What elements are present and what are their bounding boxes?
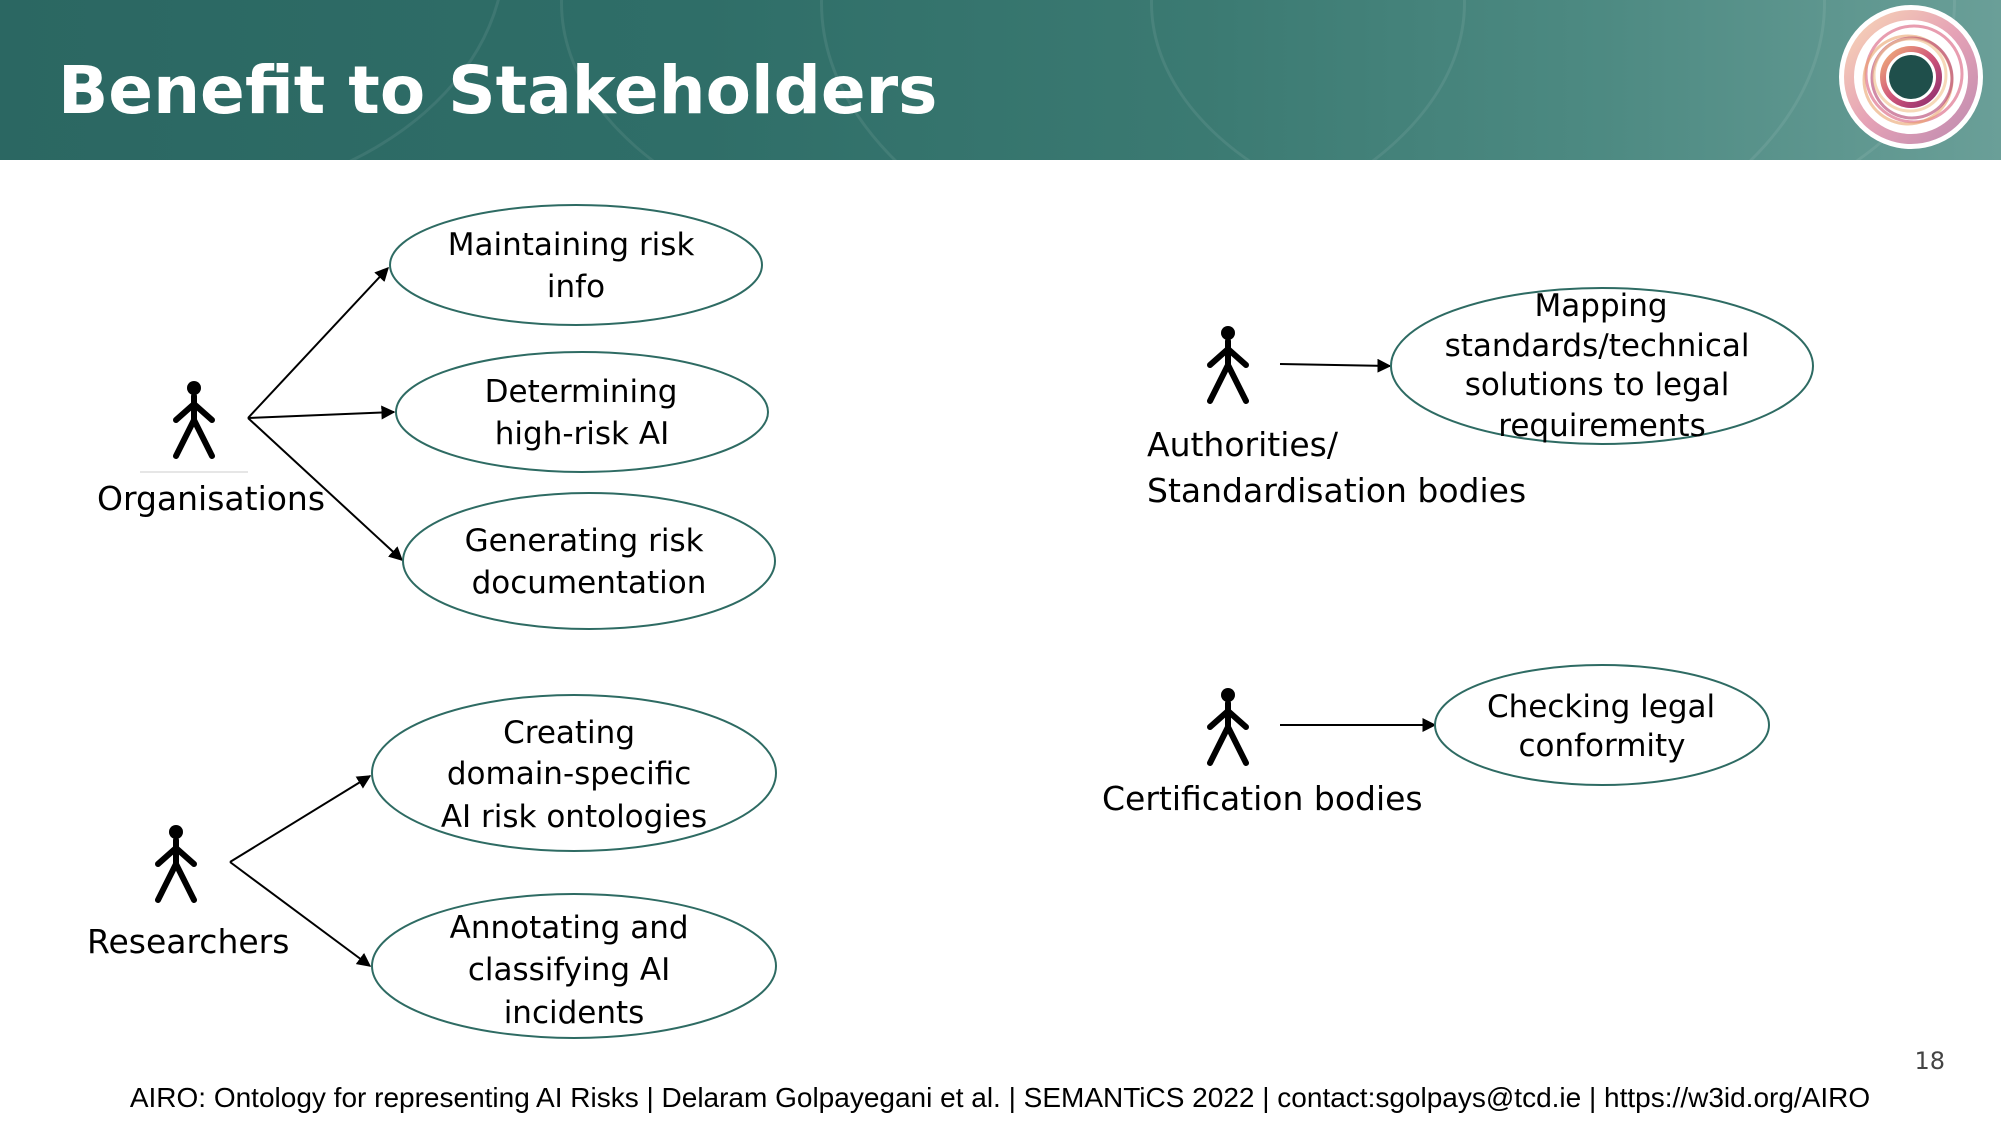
use-case-determining: Determining high-risk AI	[395, 351, 769, 473]
actor-researchers: Researchers	[87, 825, 289, 961]
use-case-maintaining: Maintaining risk info	[389, 204, 763, 326]
use-case-annotating: Annotating and classifying AI incidents	[371, 893, 777, 1039]
header-banner: Benefit to Stakeholders	[0, 0, 2001, 160]
stick-figure-icon	[173, 381, 215, 459]
arrow-organisations-maintaining	[247, 266, 389, 419]
arrow-researchers-creating	[229, 775, 372, 863]
stick-figure-icon	[1207, 326, 1249, 404]
svg-text:Checking legal conform: Checking legal conformity	[1487, 689, 1725, 764]
svg-text:Maintaining risk info: Maintaining risk info	[448, 227, 705, 305]
actor-certification: Certification bodies	[1102, 688, 1423, 818]
slide-title: Benefit to Stakeholders	[58, 52, 938, 129]
arrow-researchers-annotating	[229, 861, 372, 967]
arrow-organisations-generating	[247, 417, 404, 561]
actor-organisations: Organisations	[97, 381, 325, 518]
svg-text:Certification bodies: Certification bodies	[1102, 779, 1423, 818]
use-case-checking: Checking legal conformity	[1434, 664, 1770, 786]
page-number: 18	[1914, 1047, 1945, 1075]
arrows	[229, 266, 1437, 967]
stick-figure-icon	[1207, 688, 1249, 766]
stick-figure-icon	[155, 825, 197, 903]
use-case-generating: Generating risk documentation	[402, 492, 776, 630]
svg-text:Generating risk docume: Generating risk documentation	[465, 523, 714, 601]
svg-text:Determining high-risk: Determining high-risk AI	[485, 374, 688, 452]
svg-text:Researchers: Researchers	[87, 922, 289, 961]
ring-logo-icon	[1839, 5, 1983, 149]
arrow-organisations-determining	[247, 405, 396, 420]
use-case-creating: Creating domain-specific AI risk ontolog…	[371, 694, 777, 852]
arrow-authorities-mapping	[1279, 358, 1392, 373]
svg-text:Organisations: Organisations	[97, 479, 325, 518]
svg-text:Annotating and classif: Annotating and classifying AI incidents	[450, 910, 699, 1031]
use-case-mapping: Mapping standards/technical solutions to…	[1390, 287, 1814, 445]
actor-authorities: Authorities/ Standardisation bodies	[1147, 326, 1526, 510]
svg-text:Creating domain-specif: Creating domain-specific AI risk ontolog…	[441, 715, 707, 835]
svg-text:Authorities/ Standardi: Authorities/ Standardisation bodies	[1147, 425, 1526, 510]
footer-citation: AIRO: Ontology for representing AI Risks…	[130, 1082, 1870, 1113]
svg-text:Mapping standards/tech: Mapping standards/technical solutions to…	[1445, 288, 1760, 444]
